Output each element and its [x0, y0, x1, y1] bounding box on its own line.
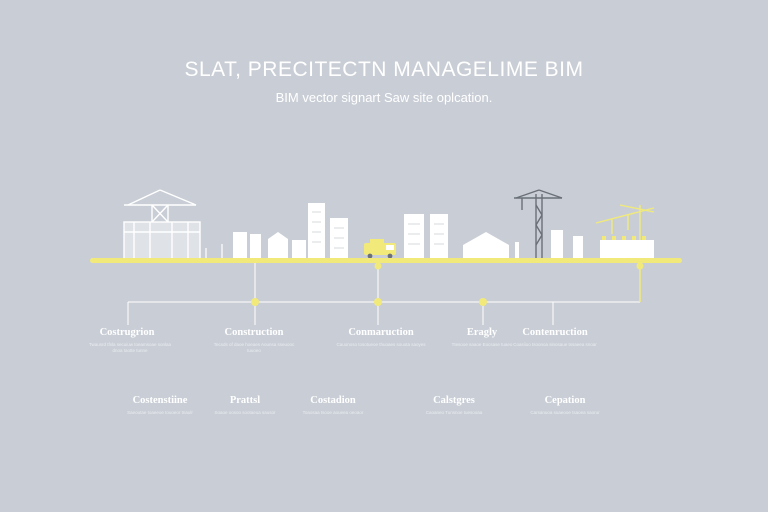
page-subtitle: BIM vector signart Saw site oplcation.: [275, 90, 493, 105]
page-title: SLAT, PRECITECTN MANAGELIME BIM: [184, 58, 584, 81]
milestone-top-1-desc: Twausrd tfsla secuiuw toeamsoae sonlaa d…: [88, 342, 172, 353]
milestone-bottom-3-desc: Toaosaa tsooe aoueea oeoaor: [302, 410, 364, 415]
milestone-bottom-1-desc: Saeoutae toaeeoe touoeor tnaulr: [127, 410, 193, 415]
milestone-top-5-label: Contenruction: [522, 327, 588, 338]
milestone-bottom-1-label: Costenstiine: [132, 395, 188, 406]
milestone-top-3-label: Conmaruction: [348, 327, 414, 338]
milestone-bottom-5-label: Cepation: [544, 395, 586, 406]
milestone-top-1-label: Costrugrion: [99, 327, 155, 338]
node-2: [374, 298, 382, 306]
timeline-nodes: [251, 262, 644, 306]
node-bar-1: [374, 262, 382, 270]
node-bar-2: [636, 262, 644, 270]
yellow-site-building-icon: [600, 240, 654, 259]
mid-right-buildings-icon: [404, 214, 583, 259]
window-grid-right: [408, 223, 444, 245]
left-crane-building-icon: [123, 189, 201, 260]
milestone-bottom-5-desc: Carsanuoa suaeooe tsaoea saorur: [530, 410, 600, 415]
milestone-top-4-label: Eragly: [466, 327, 498, 338]
tower-crane-icon: [514, 189, 563, 259]
milestone-top-3-desc: Cauonoso tosotueoe thuoaes souota saoyes: [336, 342, 426, 347]
timeline-bar: [90, 258, 682, 263]
milestone-top-2-label: Construction: [224, 327, 284, 338]
milestone-top-4-desc: Ttesooe saaoe Eocsase tuaeo: [451, 342, 513, 347]
small-post-icons: [205, 244, 223, 259]
milestone-bottom-2-label: Prattsl: [229, 395, 261, 406]
truck-icon: [364, 239, 396, 259]
yellow-crane-icon: [595, 204, 655, 240]
milestone-top-5-desc: Coasiiuo tsoonoa sinosaue tssaeea snoar: [513, 342, 597, 347]
node-1: [251, 298, 259, 306]
milestone-bottom-4-label: Calstgres: [433, 395, 475, 406]
node-3: [479, 298, 487, 306]
milestone-bottom-3-label: Costadion: [310, 395, 356, 406]
connectors: [127, 263, 640, 325]
skyline: [123, 189, 655, 260]
milestone-bottom-2-desc: Soaoe oosoo sootaeua sausor: [214, 410, 276, 415]
window-grid: [312, 211, 344, 249]
milestone-top-2-desc: Tecsds of daoe hoeaes Aounsa sseuooc tuu…: [213, 342, 295, 353]
milestone-bottom-4-desc: Caoaneo Tunsnoe tuesooaa: [425, 410, 483, 415]
mid-left-buildings-icon: [233, 203, 348, 259]
